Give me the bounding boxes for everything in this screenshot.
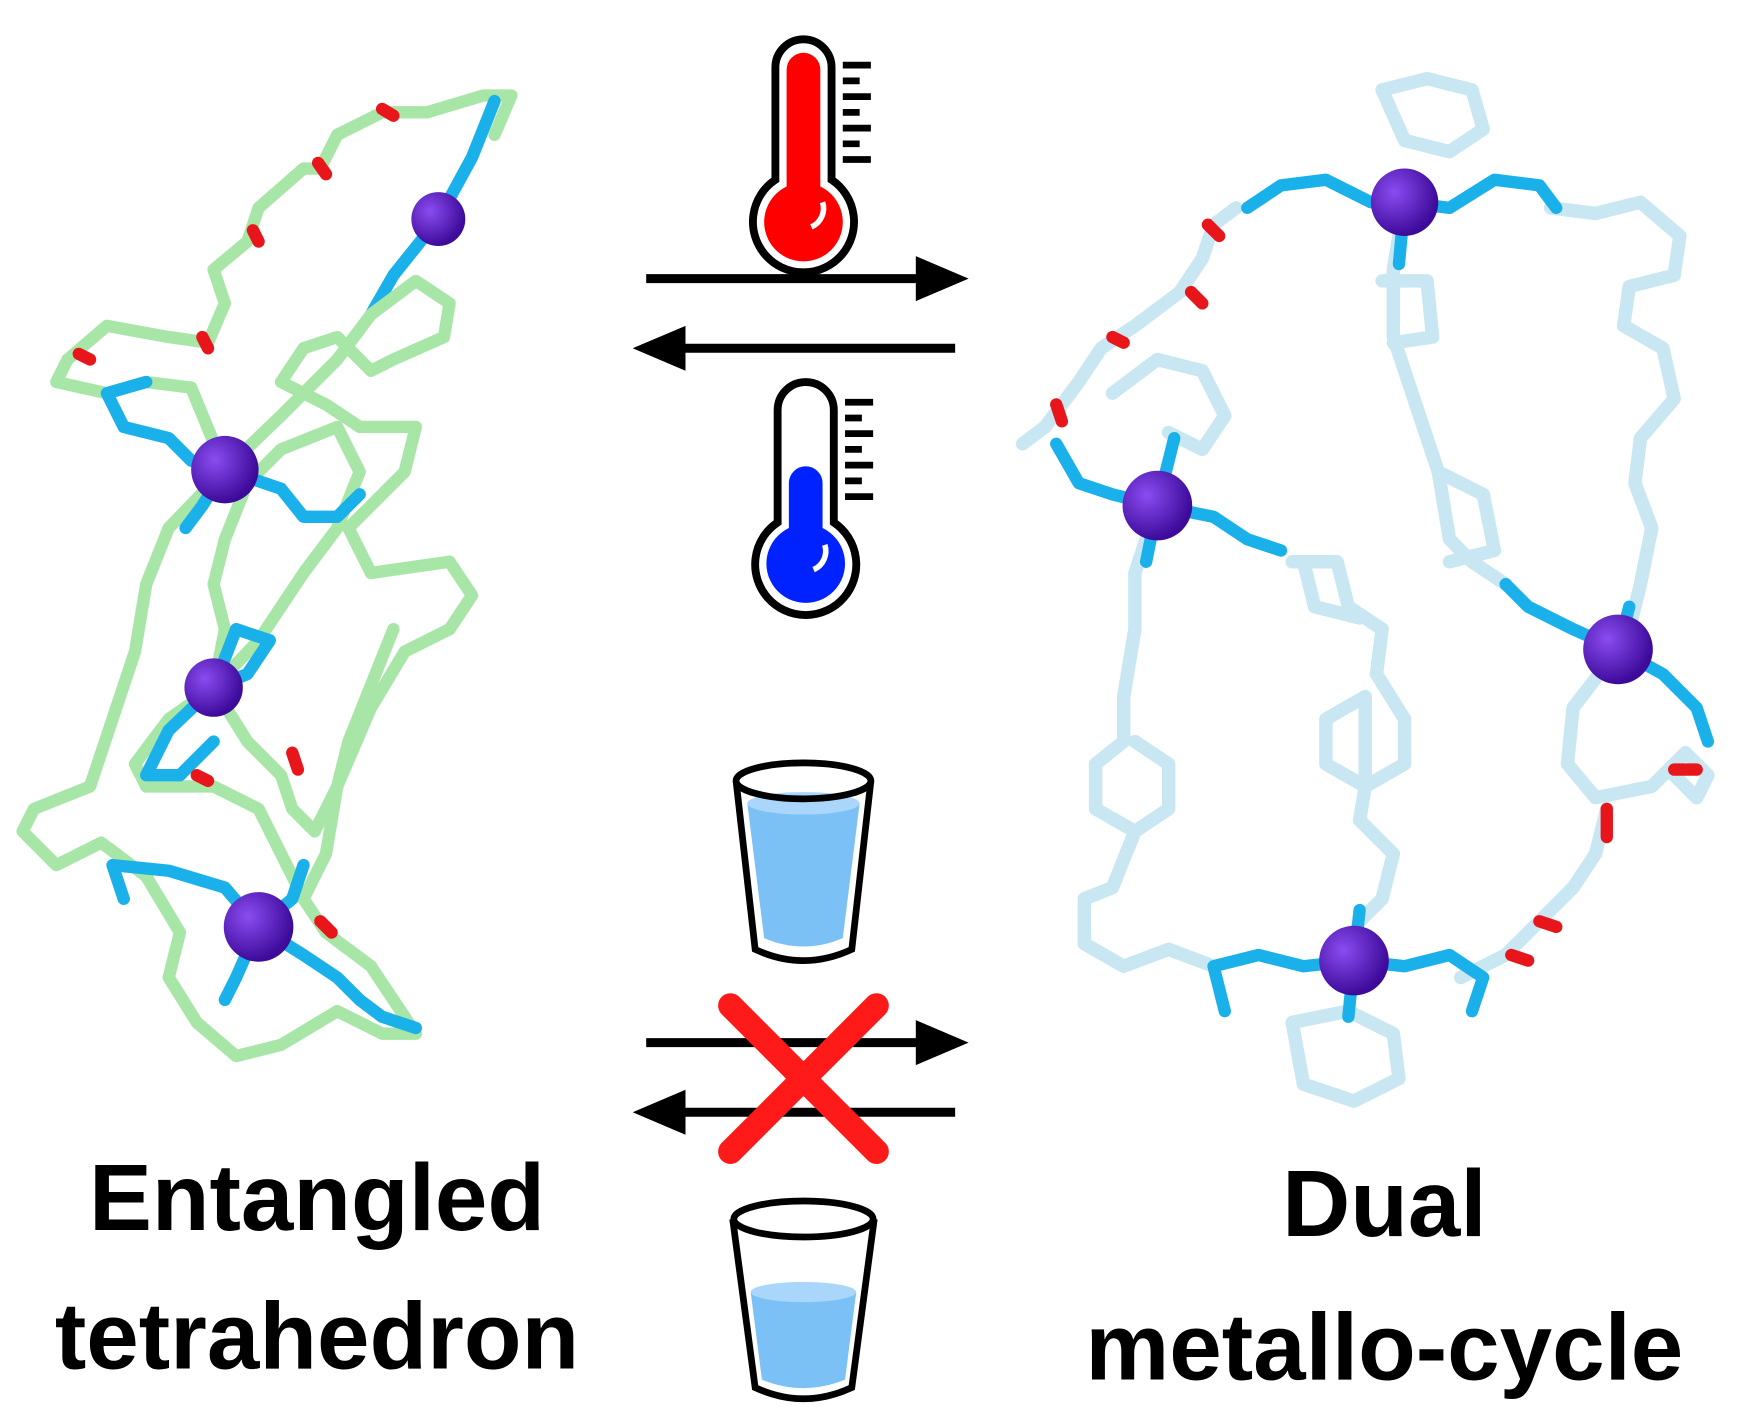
reverse-arrow-blocked [632, 1089, 956, 1135]
metal-ion [191, 435, 259, 504]
metal-ion [411, 192, 466, 247]
water-glass-half-icon [729, 1197, 878, 1403]
metal-ion [223, 892, 294, 962]
right-label-line1: Dual [1282, 1151, 1486, 1256]
entangled-tetrahedron-structure [16, 89, 518, 1063]
metal-ion [1583, 614, 1653, 685]
metal-ion [1122, 470, 1193, 541]
cross-icon [718, 993, 889, 1164]
left-label-line2: tetrahedron [55, 1283, 579, 1388]
right-label-line2: metallo-cycle [1085, 1295, 1683, 1400]
thermometer-hot-icon [749, 35, 871, 277]
forward-arrow-blocked [646, 1020, 969, 1066]
metal-ion [1370, 168, 1439, 236]
left-label-line1: Entangled [89, 1145, 545, 1250]
metal-ion [1319, 925, 1389, 996]
dual-metallocycle-structure [1015, 71, 1715, 1108]
forward-arrow [646, 256, 969, 302]
thermometer-cold-icon [751, 378, 874, 619]
metal-ion [184, 658, 243, 717]
reverse-arrow [632, 325, 956, 371]
water-glass-full-icon [732, 759, 875, 964]
